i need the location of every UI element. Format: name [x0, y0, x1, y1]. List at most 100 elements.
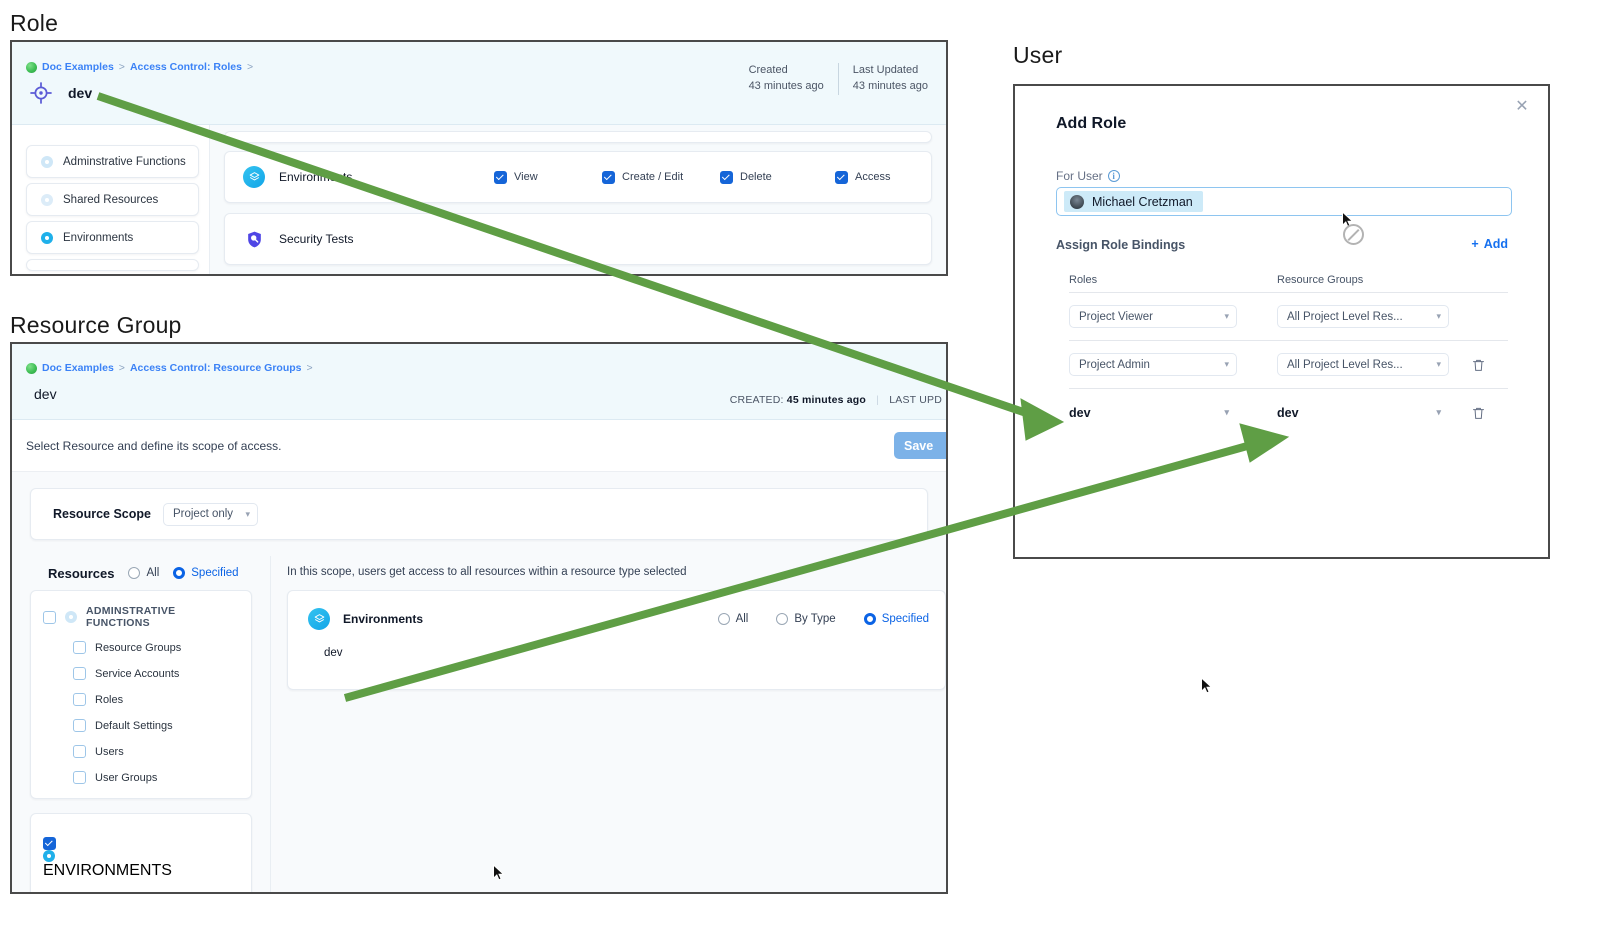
- sidebar-item-administrative-functions[interactable]: Adminstrative Functions: [26, 145, 199, 178]
- table-row: dev ▾ dev ▾: [1069, 388, 1508, 436]
- checkbox-access[interactable]: [835, 170, 848, 184]
- breadcrumb-section[interactable]: Access Control: Resource Groups: [129, 362, 302, 374]
- group-header-administrative-functions[interactable]: ADMINSTRATIVE FUNCTIONS: [43, 605, 239, 629]
- permission-row-environments[interactable]: Environments View Create / Edit Delet: [224, 151, 932, 203]
- user-section-title: User: [1013, 42, 1063, 68]
- scope-card-environments: Environments All By Type: [287, 590, 946, 690]
- resources-mode-specified[interactable]: Specified: [173, 567, 239, 579]
- breadcrumb[interactable]: Doc Examples > Access Control: Resource …: [26, 362, 313, 374]
- resources-header: Resources All Specified: [30, 556, 252, 590]
- checkbox-service-accounts[interactable]: [73, 667, 86, 680]
- checkbox-create-edit[interactable]: [602, 170, 615, 184]
- resource-item-label: Users: [95, 745, 124, 758]
- resource-item-resource-groups[interactable]: Resource Groups: [73, 641, 239, 654]
- user-chip[interactable]: Michael Cretzman: [1064, 191, 1203, 212]
- breadcrumb-root[interactable]: Doc Examples: [42, 362, 114, 374]
- resource-group-section-title: Resource Group: [10, 312, 182, 338]
- info-icon[interactable]: i: [1107, 170, 1120, 182]
- checkbox-users[interactable]: [73, 745, 86, 758]
- chevron-down-icon: ▾: [245, 508, 250, 519]
- sidebar-item-partial[interactable]: [26, 259, 199, 271]
- permission-view[interactable]: View: [494, 170, 602, 184]
- group-header-environments[interactable]: ENVIRONMENTS: [43, 832, 239, 880]
- scope-mode-by-type[interactable]: By Type: [776, 613, 836, 625]
- role-select-project-viewer[interactable]: Project Viewer ▾: [1069, 305, 1237, 328]
- bindings-table-header: Roles Resource Groups: [1069, 274, 1508, 286]
- radio-specified[interactable]: [863, 613, 876, 625]
- group-label: ADMINSTRATIVE FUNCTIONS: [86, 605, 176, 629]
- add-binding-button[interactable]: + Add: [1471, 237, 1508, 251]
- dot-icon: [65, 611, 77, 623]
- permission-access[interactable]: Access: [835, 170, 931, 184]
- permission-label: View: [514, 171, 538, 183]
- scope-mode-specified[interactable]: Specified: [863, 613, 929, 625]
- breadcrumb[interactable]: Doc Examples > Access Control: Roles >: [26, 61, 253, 73]
- resource-group-select-all-project-2[interactable]: All Project Level Res... ▾: [1277, 353, 1449, 376]
- close-icon[interactable]: ✕: [1515, 98, 1529, 115]
- sidebar-item-environments[interactable]: Environments: [26, 221, 199, 254]
- permission-row-security-tests[interactable]: Security Tests: [224, 213, 932, 265]
- user-binding-role-dev[interactable]: dev ▾: [1069, 406, 1237, 420]
- checkbox-user-groups[interactable]: [73, 771, 86, 784]
- radio-by-type[interactable]: [776, 613, 789, 625]
- breadcrumb-separator: >: [118, 362, 125, 374]
- resources-mode-all[interactable]: All: [128, 567, 159, 579]
- resource-item-label: Roles: [95, 693, 124, 706]
- breadcrumb-section[interactable]: Access Control: Roles: [129, 61, 242, 73]
- binding-role-cell: Project Viewer ▾: [1069, 305, 1277, 328]
- chevron-down-icon: ▾: [1436, 311, 1441, 321]
- role-select-project-admin[interactable]: Project Admin ▾: [1069, 353, 1237, 376]
- checkbox-delete[interactable]: [720, 170, 733, 184]
- mouse-cursor-right: [1201, 677, 1213, 694]
- radio-specified-label: Specified: [191, 567, 239, 579]
- user-select-input[interactable]: Michael Cretzman: [1056, 187, 1512, 216]
- resource-group-instructions: Select Resource and define its scope of …: [26, 438, 282, 453]
- resource-group-value: All Project Level Res...: [1287, 310, 1403, 323]
- binding-role-cell: Project Admin ▾: [1069, 353, 1277, 376]
- resource-scope-select[interactable]: Project only ▾: [162, 502, 258, 526]
- avatar: [1070, 194, 1084, 209]
- role-value: dev: [1069, 405, 1091, 420]
- assign-role-bindings-label: Assign Role Bindings: [1056, 238, 1186, 252]
- role-value: Project Admin: [1079, 358, 1150, 371]
- resource-item-roles[interactable]: Roles: [73, 693, 239, 706]
- sidebar-item-shared-resources[interactable]: Shared Resources: [26, 183, 199, 216]
- resource-item-label: Service Accounts: [95, 667, 180, 680]
- scope-card-name: Environments: [343, 612, 424, 626]
- resource-item-service-accounts[interactable]: Service Accounts: [73, 667, 239, 680]
- permission-create-edit[interactable]: Create / Edit: [602, 170, 720, 184]
- user-binding-resourcegroup-dev[interactable]: dev ▾: [1277, 406, 1449, 420]
- permission-delete[interactable]: Delete: [720, 170, 835, 184]
- radio-specified[interactable]: [173, 567, 186, 579]
- checkbox-environments[interactable]: [43, 836, 56, 850]
- checkbox-administrative-functions[interactable]: [43, 610, 56, 624]
- resource-group-administrative-functions: ADMINSTRATIVE FUNCTIONS Resource Groups …: [30, 590, 252, 799]
- resource-group-dev-value[interactable]: dev: [324, 647, 343, 659]
- delete-icon[interactable]: [1471, 405, 1486, 421]
- radio-all[interactable]: [717, 613, 730, 625]
- no-drop-cursor-icon: [1343, 224, 1364, 245]
- updated-meta: Last Updated 43 minutes ago: [837, 63, 942, 95]
- checkbox-view[interactable]: [494, 170, 507, 184]
- binding-resource-group-cell: dev ▾: [1277, 406, 1463, 420]
- breadcrumb-root[interactable]: Doc Examples: [42, 61, 114, 73]
- checkbox-roles[interactable]: [73, 693, 86, 706]
- save-button[interactable]: Save: [894, 432, 946, 459]
- resource-item-users[interactable]: Users: [73, 745, 239, 758]
- created-value: 45 minutes ago: [786, 394, 867, 406]
- resource-item-default-settings[interactable]: Default Settings: [73, 719, 239, 732]
- resource-group-select-all-project[interactable]: All Project Level Res... ▾: [1277, 305, 1449, 328]
- resource-item-user-groups[interactable]: User Groups: [73, 771, 239, 784]
- resource-group-body: Resource Scope Project only ▾ Resources …: [12, 472, 946, 892]
- checkbox-resource-groups[interactable]: [73, 641, 86, 654]
- role-section-title: Role: [10, 10, 59, 36]
- delete-icon[interactable]: [1471, 357, 1486, 373]
- sidebar-item-label: Adminstrative Functions: [63, 155, 186, 168]
- layers-icon: [308, 608, 330, 630]
- resource-group-detail-panel: Doc Examples > Access Control: Resource …: [10, 342, 948, 894]
- radio-all[interactable]: [128, 567, 141, 579]
- project-icon: [26, 362, 37, 374]
- checkbox-default-settings[interactable]: [73, 719, 86, 732]
- scope-mode-all[interactable]: All: [717, 613, 748, 625]
- sidebar-item-label: Environments: [63, 231, 134, 244]
